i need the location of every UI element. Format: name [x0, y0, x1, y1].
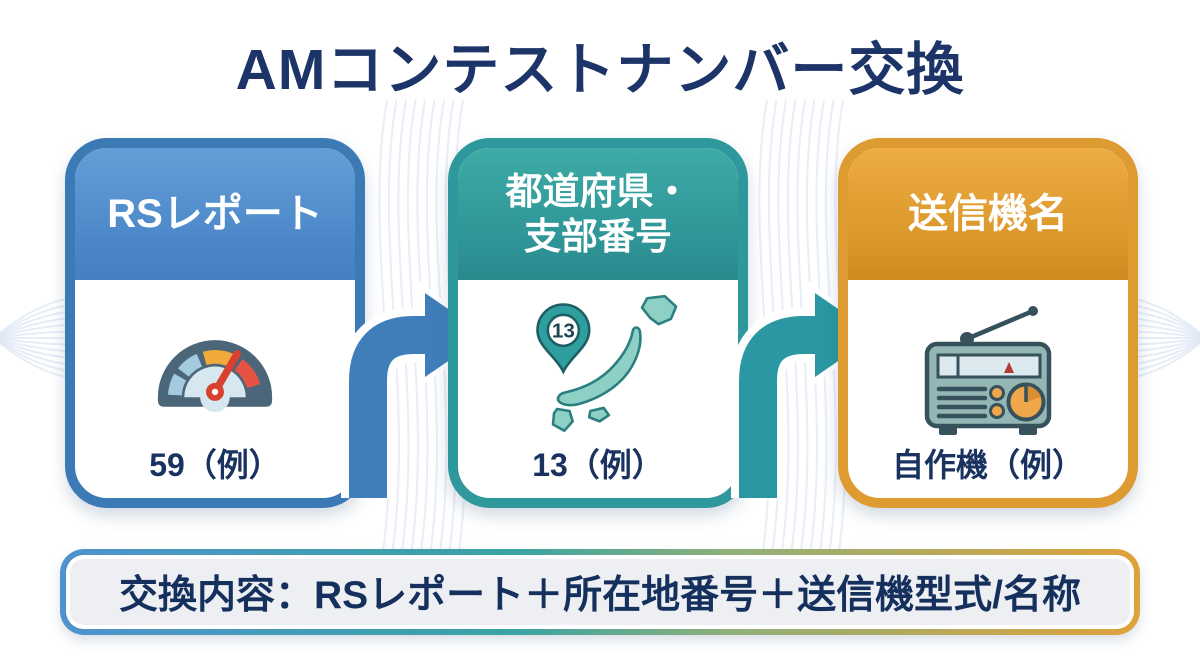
gauge-icon	[157, 340, 273, 412]
map-pin-icon: 13	[536, 303, 591, 375]
card-transmitter-name-value: 自作機（例）	[891, 447, 1084, 483]
card-prefecture-branch-number-body: 13 13（例）	[458, 280, 738, 498]
card-transmitter-name-header-label: 送信機名	[908, 191, 1068, 236]
card-transmitter-name-body: 自作機（例）	[848, 280, 1128, 498]
exchange-summary-banner-inner: 交換内容：RSレポート＋所在地番号＋送信機型式/名称	[66, 555, 1134, 629]
card-prefecture-branch-number-value: 13（例）	[532, 447, 664, 483]
japan-map-pin-icon: 13	[536, 294, 678, 432]
card-rs-report-header: RSレポート	[75, 148, 355, 280]
card-transmitter-name-header: 送信機名	[848, 148, 1128, 280]
radio-icon	[924, 306, 1052, 435]
card-rs-report-header-label: RSレポート	[107, 191, 323, 236]
card-transmitter-name: 送信機名 自作機	[838, 138, 1138, 508]
exchange-summary-text: 交換内容：RSレポート＋所在地番号＋送信機型式/名称	[118, 574, 1081, 617]
exchange-summary-banner: 交換内容：RSレポート＋所在地番号＋送信機型式/名称	[60, 549, 1140, 635]
page-title: AMコンテストナンバー交換	[235, 38, 965, 102]
card-prefecture-header-line1: 都道府県・	[505, 170, 691, 212]
card-prefecture-header-line2: 支部番号	[524, 216, 672, 257]
japan-map-icon	[551, 294, 678, 432]
card-rs-report-value: 59（例）	[149, 447, 281, 483]
card-prefecture-branch-number: 都道府県・ 支部番号 13 13（例）	[448, 138, 748, 508]
map-pin-number: 13	[552, 320, 575, 343]
card-rs-report: RSレポート 59（例）	[65, 138, 365, 508]
card-rs-report-body: 59（例）	[75, 280, 355, 498]
card-prefecture-branch-number-header: 都道府県・ 支部番号	[458, 148, 738, 280]
